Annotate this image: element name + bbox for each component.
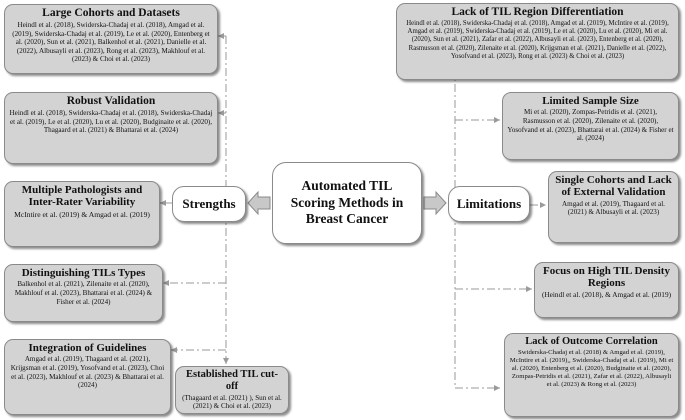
limitation-high-density: Focus on High TIL Density Regions (Heind… [534,262,679,318]
limitation-title: Lack of Outcome Correlation [525,336,658,347]
limitation-outcome-correlation: Lack of Outcome Correlation Swiderska-Ch… [504,333,679,417]
limitation-refs: Swiderska-Chadaj et al. (2018) & Amgad e… [509,348,674,389]
strength-refs: Heindl et al. (2018), Swiderska-Chadaj e… [9,108,213,135]
strength-refs: Amgad et al. (2019), Thagaard et al. (20… [10,355,165,390]
limitation-refs: Amgad et al. (2019), Thagaard et al. (20… [562,199,665,217]
strength-refs: McIntire et al. (2019) & Amgad et al. (2… [14,209,150,219]
limitations-node: Limitations [448,186,530,222]
limitation-sample-size: Limited Sample Size Mi et al. (2020), Zo… [502,92,679,160]
strength-multiple-pathologists: Multiple Pathologists and Inter-Rater Va… [4,181,160,247]
strength-integration-guidelines: Integration of Guidelines Amgad et al. (… [4,339,171,415]
strength-refs: (Thagaard et al. (2021) ), Sun et al. (2… [182,393,282,411]
limitation-refs: Mi et al. (2020), Zompas-Petridis et al.… [507,108,674,143]
strength-refs: Balkenhol et al. (2021), Zilenaite et al… [14,280,153,306]
center-node: Automated TIL Scoring Methods in Breast … [272,162,422,244]
arrow-to-limitations [423,190,447,216]
limitation-title: Lack of TIL Region Differentiation [451,6,624,18]
limitation-refs: Heindl et al. (2018), Swiderska-Chadaj e… [406,19,669,60]
limitation-title: Focus on High TIL Density Regions [543,265,670,290]
strength-title: Distinguishing TILs Types [21,267,146,279]
strength-title: Integration of Guidelines [28,342,147,354]
limitation-title: Limited Sample Size [542,95,639,107]
strength-robust-validation: Robust Validation Heindl et al. (2018), … [4,92,218,164]
strength-title: Multiple Pathologists and Inter-Rater Va… [21,184,143,209]
limitation-single-cohorts: Single Cohorts and Lack of External Vali… [548,171,679,243]
strength-title: Established TIL cut-off [185,369,278,392]
strengths-node: Strengths [172,186,246,222]
arrow-to-strengths [247,190,271,216]
strength-title: Large Cohorts and Datasets [42,7,180,19]
limitation-refs: (Heindl et al. (2018), & Amgad et al. (2… [541,289,672,299]
limitation-title: Single Cohorts and Lack of External Vali… [555,174,672,199]
limitation-region-differentiation: Lack of TIL Region Differentiation Heind… [396,3,679,80]
strength-distinguishing-tils: Distinguishing TILs Types Balkenhol et a… [4,264,163,322]
strength-large-cohorts: Large Cohorts and Datasets Heindl et al.… [4,4,218,74]
limitations-label: Limitations [456,196,522,211]
strength-refs: Heindl et al. (2018), Swiderska-Chadaj e… [12,20,210,64]
center-title: Automated TIL Scoring Methods in Breast … [290,177,404,227]
strength-established-cutoff: Established TIL cut-off (Thagaard et al.… [175,366,289,414]
strength-title: Robust Validation [66,95,156,107]
strengths-label: Strengths [182,196,236,211]
